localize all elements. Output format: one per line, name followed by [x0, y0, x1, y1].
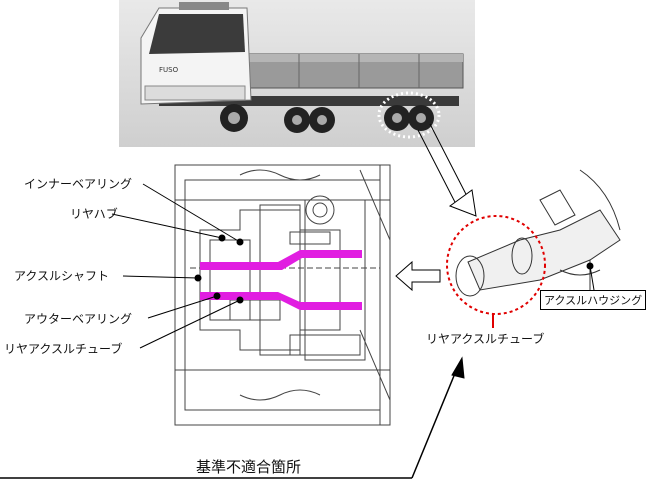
left-arrow	[395, 260, 441, 292]
label-rear-hub: リヤハブ	[70, 207, 118, 221]
label-axle-housing: アクスルハウジング	[540, 290, 647, 310]
label-rear-axle-tube-right: リヤアクスルチューブ	[426, 332, 545, 346]
label-inner-bearing: インナーベアリング	[24, 177, 133, 191]
axle-shaft-highlight	[200, 250, 362, 270]
label-nonconforming-location: 基準不適合箇所	[196, 458, 302, 476]
label-outer-bearing: アウターベアリング	[24, 312, 133, 326]
truck-photo: FUSO	[119, 0, 475, 147]
label-axle-shaft: アクスルシャフト	[14, 269, 110, 283]
truck-badge: FUSO	[159, 66, 179, 74]
rear-axle-tube-highlight	[446, 215, 546, 315]
rear-wheel-highlight	[377, 91, 441, 139]
truck-illustration: FUSO	[140, 2, 464, 139]
axle-housing-illustration	[455, 169, 621, 297]
hub-cross-section	[174, 164, 391, 426]
label-rear-axle-tube-left: リヤアクスルチューブ	[4, 342, 123, 356]
axle-tube-highlight	[200, 292, 362, 310]
